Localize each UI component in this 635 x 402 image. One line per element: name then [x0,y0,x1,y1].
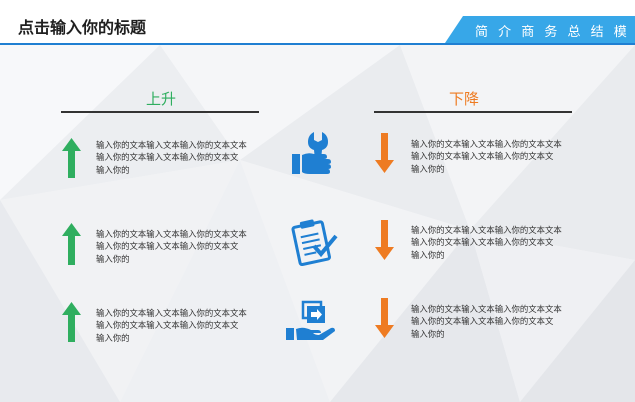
header-bar: 点击输入你的标题 简 介 商 务 总 结 模 板 [0,0,635,45]
hand-document-icon [286,300,335,340]
column-heading-down: 下降 [449,90,480,108]
column-divider-right [374,111,572,113]
header-tag-text: 简 介 商 务 总 结 模 板 [475,25,635,40]
down-arrow-icon [375,133,394,173]
checklist-icon [291,219,338,266]
row-1-right-text: 输入你的文本输入文本输入你的文本文本 输入你的文本输入文本输入你的文本文 输入你… [411,139,562,174]
wrench-hand-icon [292,132,331,174]
column-divider-left [61,111,259,113]
up-arrow-icon [62,138,81,178]
down-arrow-icon [375,220,394,260]
page-title: 点击输入你的标题 [18,18,147,37]
up-arrow-icon [62,302,81,342]
up-arrow-icon [62,223,81,265]
row-2-right-text: 输入你的文本输入文本输入你的文本文本 输入你的文本输入文本输入你的文本文 输入你… [411,225,562,260]
column-heading-up: 上升 [146,90,177,108]
row-3-left-text: 输入你的文本输入文本输入你的文本文本 输入你的文本输入文本输入你的文本文 输入你… [96,308,247,343]
down-arrow-icon [375,298,394,338]
row-1-left-text: 输入你的文本输入文本输入你的文本文本 输入你的文本输入文本输入你的文本文 输入你… [96,140,247,175]
header-tag: 简 介 商 务 总 结 模 板 [445,16,635,43]
header-underline [0,43,635,45]
row-2-left-text: 输入你的文本输入文本输入你的文本文本 输入你的文本输入文本输入你的文本文 输入你… [96,229,247,264]
row-3-right-text: 输入你的文本输入文本输入你的文本文本 输入你的文本输入文本输入你的文本文 输入你… [411,304,562,339]
